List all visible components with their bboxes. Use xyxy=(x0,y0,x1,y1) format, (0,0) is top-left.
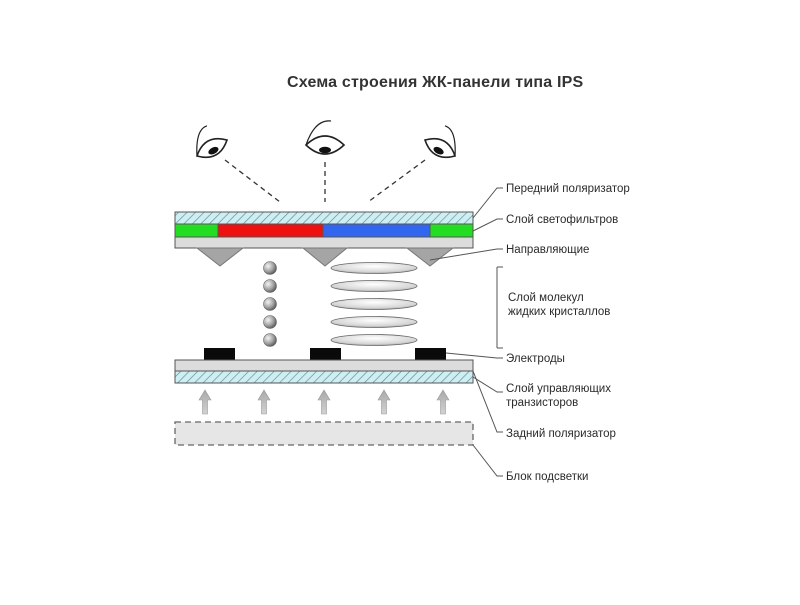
up-arrow-icon xyxy=(198,389,212,415)
label-lc-molecules-1: Слой молекул xyxy=(508,292,584,304)
electrode-left xyxy=(204,348,235,360)
label-backlight: Блок подсветки xyxy=(506,471,588,483)
color-filter-layer xyxy=(174,223,474,238)
up-arrow-icon xyxy=(436,389,450,415)
electrode-right xyxy=(415,348,446,360)
label-guides: Направляющие xyxy=(506,244,589,256)
guide-left xyxy=(195,247,245,267)
lower-glass xyxy=(174,359,474,372)
label-front-polarizer: Передний поляризатор xyxy=(506,183,630,195)
lc-molecules-ellipses xyxy=(330,262,418,346)
leader-lines xyxy=(429,187,503,477)
front-polarizer xyxy=(174,211,474,225)
lc-ball xyxy=(263,261,277,275)
up-arrow-icon xyxy=(257,389,271,415)
guide-right xyxy=(405,247,455,267)
page-title: Схема строения ЖК-панели типа IPS xyxy=(287,74,584,91)
lc-ellipse xyxy=(330,316,418,328)
upper-glass xyxy=(174,236,474,249)
up-arrow-icon xyxy=(317,389,331,415)
electrode-center xyxy=(310,348,341,360)
lc-ellipse xyxy=(330,298,418,310)
eye-center-icon xyxy=(304,120,346,155)
eye-left-icon xyxy=(195,125,229,159)
lc-ball xyxy=(263,279,277,293)
label-rear-polarizer: Задний поляризатор xyxy=(506,428,616,440)
guide-center xyxy=(301,247,349,267)
filter-blue xyxy=(322,223,431,238)
lc-ball xyxy=(263,315,277,329)
view-lines xyxy=(224,159,426,203)
filter-green-right xyxy=(429,223,474,238)
backlight-unit xyxy=(174,421,474,446)
label-transistor-layer-2: транзисторов xyxy=(506,397,578,409)
filter-green-left xyxy=(174,223,219,238)
label-color-filter-layer: Слой светофильтров xyxy=(506,214,618,226)
lc-ellipse xyxy=(330,334,418,346)
label-electrodes: Электроды xyxy=(506,353,565,365)
lc-ball xyxy=(263,333,277,347)
label-lc-molecules-2: жидких кристаллов xyxy=(508,306,610,318)
guides xyxy=(195,247,455,267)
up-arrow-icon xyxy=(377,389,391,415)
eye-right-icon xyxy=(423,125,457,159)
lc-ellipse xyxy=(330,262,418,274)
lc-ellipse xyxy=(330,280,418,292)
transistor-layer xyxy=(174,370,474,384)
light-arrows xyxy=(198,389,450,415)
lc-ball xyxy=(263,297,277,311)
lc-molecules-balls xyxy=(263,261,277,347)
filter-red xyxy=(217,223,324,238)
label-transistor-layer-1: Слой управляющих xyxy=(506,383,611,395)
electrodes xyxy=(204,348,446,360)
